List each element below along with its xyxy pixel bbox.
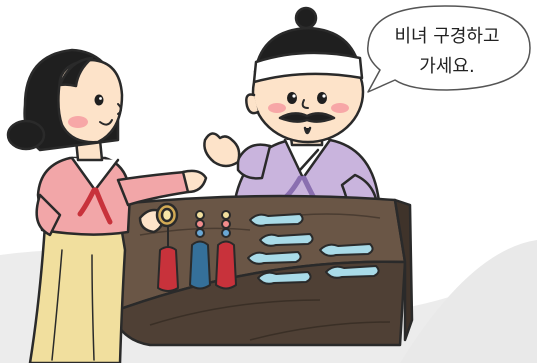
- binyeo-hairpin-6: [325, 265, 380, 279]
- binyeo-hairpin-3: [247, 251, 302, 265]
- speech-line-1: 비녀 구경하고: [394, 26, 500, 47]
- table-side: [393, 198, 414, 342]
- merchant-left-hand: [203, 132, 241, 168]
- norigae-tassel-red-2: [215, 210, 237, 290]
- merchant-moustache: [278, 112, 336, 123]
- binyeo-hairpin-4: [319, 243, 374, 257]
- woman-customer: [6, 48, 208, 363]
- norigae-tassel-blue: [189, 210, 211, 290]
- binyeo-hairpin-5: [257, 271, 312, 285]
- speech-line-2: 가세요.: [419, 56, 475, 77]
- merchant-eye-right: [317, 92, 327, 104]
- speech-bubble-shape: [367, 5, 531, 93]
- binyeo-hairpins: [247, 213, 380, 285]
- speech-bubble: [367, 5, 531, 93]
- speech-bubble-text: 비녀 구경하고 가세요.: [372, 22, 522, 82]
- merchant-topknot: [294, 6, 318, 30]
- binyeo-hairpin-1: [249, 213, 304, 227]
- woman-hair-bun: [6, 119, 46, 151]
- background-blob-right: [400, 240, 537, 363]
- woman-ribbon: [77, 187, 113, 225]
- merchant-headband: [252, 51, 364, 84]
- merchant-eye-left: [287, 92, 297, 104]
- merchant: [203, 6, 387, 237]
- norigae-tassels: [157, 210, 237, 292]
- woman-chima: [28, 218, 127, 363]
- binyeo-hairpin-2: [259, 233, 314, 247]
- woman-eye: [94, 94, 104, 106]
- woman-right-hand: [181, 169, 208, 194]
- merchant-left-arm: [236, 143, 272, 180]
- woman-left-arm: [35, 193, 62, 237]
